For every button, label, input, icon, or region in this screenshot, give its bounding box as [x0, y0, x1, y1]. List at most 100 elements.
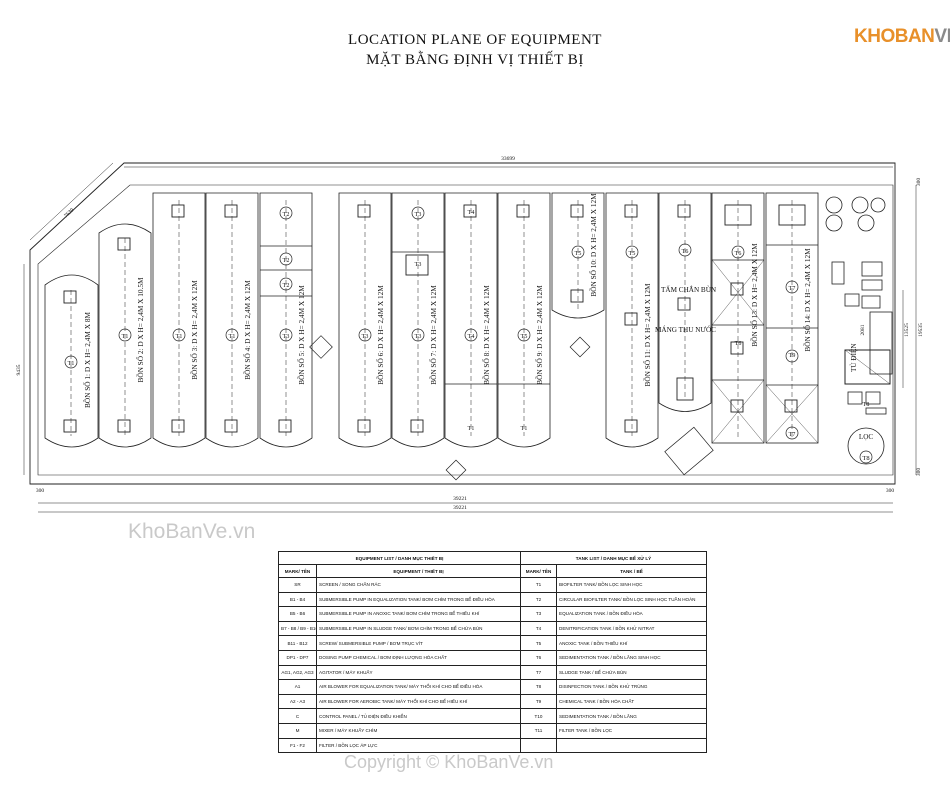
row-tank-code: T8: [520, 679, 558, 695]
equipment-code: T8: [863, 402, 870, 408]
tank-code: T1: [229, 334, 236, 340]
row-code: B7 - B8 / B9 - B10: [278, 620, 317, 637]
label-filter: LỌC: [859, 433, 874, 441]
row-tank: DENITRIFICATION TANK / BỒN KHỬ NITRAT: [556, 620, 708, 637]
row-code: F1 - F2: [278, 737, 317, 754]
tank-3: [152, 192, 206, 448]
access-hatches: [309, 335, 714, 481]
equipment-code: T1: [468, 426, 475, 432]
tank-label: BỒN SỐ 13: D X H= 2,4M X 12M: [749, 243, 759, 347]
row-tank-code: T11: [520, 722, 558, 739]
subheader-equipment: EQUIPMENT / THIẾT BỊ: [315, 564, 522, 578]
logo-part2: VE: [934, 26, 950, 47]
row-tank: CIRCULAR BIOFILTER TANK/ BỒN LỌC SINH HỌ…: [556, 591, 708, 608]
equipment-code: T4: [468, 210, 475, 216]
row-tank-code: [520, 737, 558, 754]
tank-label: BỒN SỐ 14: D X H= 2,4M X 12M: [802, 248, 812, 352]
row-tank-code: T3: [520, 606, 558, 622]
row-tank: SLUDGE TANK / BỂ CHỨA BÙN: [556, 664, 708, 681]
row-equipment: AGITATOR / MÁY KHUẤY: [315, 664, 522, 681]
dim-bottom-2: 39221: [453, 505, 467, 511]
tank-8: [444, 192, 498, 448]
tank-label: BỒN SỐ 6: D X H= 2,4M X 12M: [375, 285, 385, 385]
row-code: M: [278, 722, 317, 739]
tank-code: T3: [415, 334, 422, 340]
tank-code-marks: [64, 206, 873, 464]
row-equipment: FILTER / BỒN LỌC ÁP LỰC: [315, 737, 522, 754]
dim-small-4: 300: [916, 468, 922, 477]
subheader-code-2: MARK/ TÊN: [520, 564, 558, 578]
equipment-table: EQUIPMENT LIST / DANH MỤC THIẾT BỊ TANK …: [277, 551, 708, 754]
tank-code: T3: [283, 334, 290, 340]
row-equipment: DOSING PUMP CHEMICAL / BƠM ĐỊNH LƯỢNG HÓ…: [315, 649, 522, 666]
tank-4: [205, 192, 259, 448]
row-code: B1 - B4: [278, 591, 317, 608]
dim-left: 9435: [16, 364, 22, 375]
tank-label: BỒN SỐ 3: D X H= 2,4M X 12M: [189, 280, 199, 380]
tank-label: BỒN SỐ 10: D X H= 2,4M X 12M: [588, 193, 598, 297]
tank-label: BỒN SỐ 8: D X H= 2,4M X 12M: [481, 285, 491, 385]
equipment-code: T7: [789, 432, 796, 438]
tank-code: T4: [468, 334, 475, 340]
row-code: B5 - B6: [278, 606, 317, 622]
watermark-left: KhoBanVe.vn: [128, 520, 256, 543]
equipment-code: T2: [283, 212, 290, 218]
row-code: DP1 - DP7: [278, 649, 317, 666]
equipment-code: T3: [415, 262, 422, 268]
row-tank: ANOXIC TANK / BỒN THIẾU KHÍ: [556, 635, 708, 651]
logo-part1: KHOBAN: [854, 26, 935, 47]
row-code: A2 - A3: [278, 693, 317, 710]
row-tank-code: T2: [520, 591, 558, 608]
row-code: B11 - B12: [278, 635, 317, 651]
equipment-code: T6: [682, 249, 689, 255]
tank-label: BỒN SỐ 2: D X H= 2,4M X 10.5M: [135, 277, 145, 383]
tank-12: [658, 192, 712, 412]
equipment-code: T2: [283, 283, 290, 289]
row-tank-code: T5: [520, 635, 558, 651]
tank-1: [44, 274, 99, 448]
row-equipment: CONTROL PANEL / TỦ ĐIỆN ĐIỀU KHIỂN: [315, 708, 522, 724]
tank-label: BỒN SỐ 11: D X H= 2,4M X 12M: [642, 283, 652, 386]
brand-logo: KHOBANVE: [854, 26, 950, 48]
tank-code: T1: [68, 361, 75, 367]
electric-panel: [844, 349, 891, 385]
dim-door: 2081: [860, 324, 866, 335]
row-equipment: AIR BLOWER FOR AEROBIC TANK/ MÁY THỔI KH…: [315, 693, 522, 710]
tank-6: [338, 192, 392, 448]
equipment-code: T6: [735, 341, 742, 347]
inner-boundary: [37, 184, 894, 476]
dim-top: 33699: [501, 156, 515, 162]
dim-small-3: 300: [916, 178, 922, 187]
row-tank-code: T1: [520, 577, 558, 593]
dim-bottom-1: 39221: [453, 496, 467, 502]
tank-5: [259, 192, 313, 448]
tank-label: BỒN SỐ 5: D X H= 2,4M X 12M: [296, 285, 306, 385]
subheader-tank: TANK / BỂ: [556, 564, 708, 578]
row-tank: BIOFILTER TANK/ BỒN LỌC SINH HỌC: [556, 577, 708, 593]
subheader-code: MARK/ TÊN: [278, 564, 317, 578]
tank-label: BỒN SỐ 1: D X H= 2,4M X 8M: [82, 312, 92, 408]
tank-code: T1: [176, 334, 183, 340]
row-tank: SEDIMENTATION TANK / BỒN LẮNG SINH HỌC: [556, 649, 708, 666]
tank-code: T5: [575, 251, 582, 257]
table-header-row: EQUIPMENT LIST / DANH MỤC THIẾT BỊ TANK …: [277, 551, 708, 565]
tank-label: BỒN SỐ 4: D X H= 2,4M X 12M: [242, 280, 252, 380]
tank-code: T5: [629, 251, 636, 257]
row-code: C: [278, 708, 317, 724]
row-tank: CHEMICAL TANK / BỒN HÓA CHẤT: [556, 693, 708, 710]
header-equipment: EQUIPMENT LIST / DANH MỤC THIẾT BỊ: [277, 551, 522, 565]
label-collection-trough: MÁNG THU NƯỚC: [655, 324, 716, 334]
row-equipment: SUBMERSIBLE PUMP IN EQUALIZATION TANK/ B…: [315, 591, 522, 608]
tank-code: T7: [789, 286, 796, 292]
tank-label: BỒN SỐ 7: D X H= 2,4M X 12M: [428, 285, 438, 385]
